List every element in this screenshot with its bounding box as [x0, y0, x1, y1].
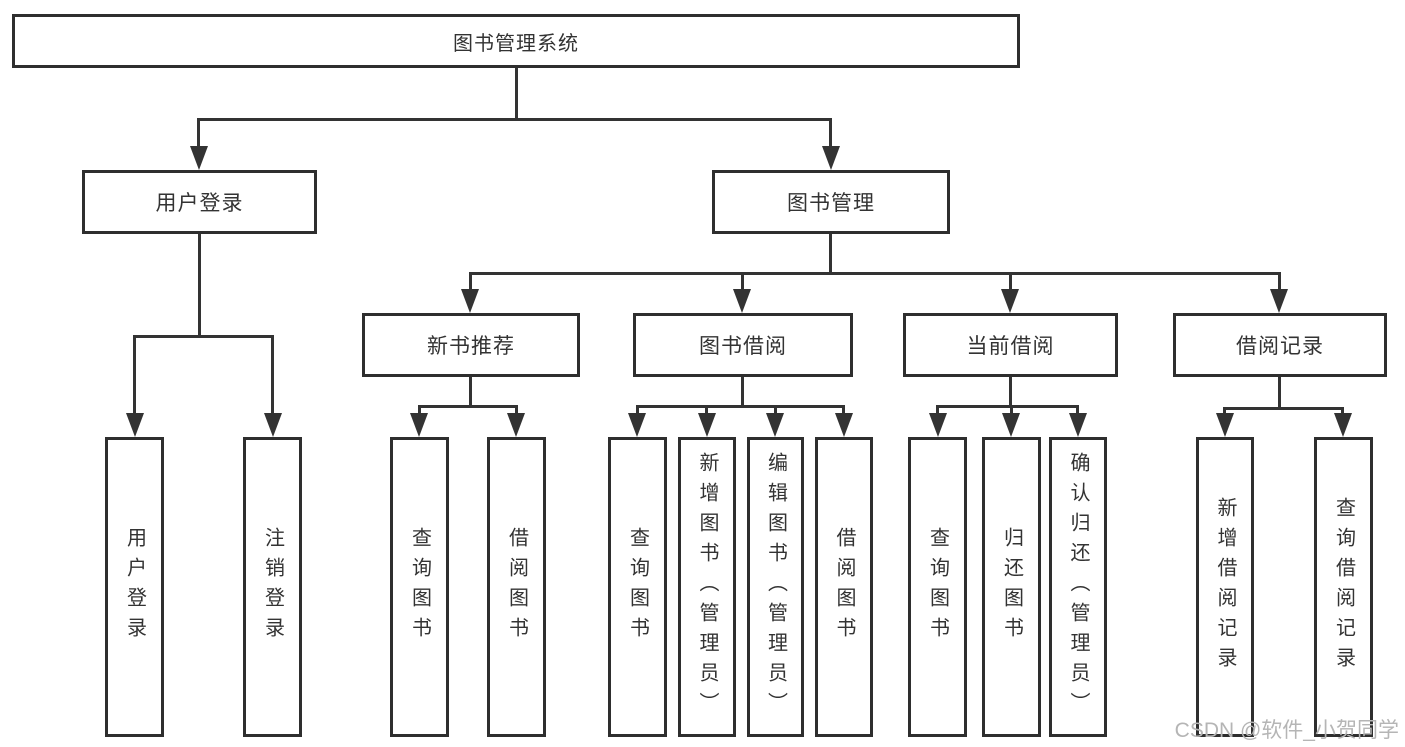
node-root: 图书管理系统: [12, 14, 1020, 68]
connector-line: [469, 272, 472, 292]
connector-line: [705, 405, 708, 417]
connector-line: [936, 405, 1078, 408]
node-leaf-borrow-books-1: 借阅图书: [487, 437, 546, 737]
node-label: 借阅图书: [505, 527, 528, 647]
node-label: 注销登录: [261, 527, 284, 647]
node-leaf-query-borrow-record: 查询借阅记录: [1314, 437, 1373, 737]
node-book-borrow: 图书借阅: [633, 313, 853, 377]
connector-line: [936, 405, 939, 417]
connector-line: [636, 405, 845, 408]
arrowhead-down-icon: [1216, 413, 1234, 437]
arrowhead-down-icon: [126, 413, 144, 437]
arrowhead-down-icon: [1334, 413, 1352, 437]
node-label: 查询图书: [626, 527, 649, 647]
node-user-login: 用户登录: [82, 170, 317, 234]
arrowhead-down-icon: [507, 413, 525, 437]
arrowhead-down-icon: [264, 413, 282, 437]
arrowhead-down-icon: [461, 289, 479, 313]
node-leaf-return-books: 归还图书: [982, 437, 1041, 737]
connector-line: [1223, 407, 1344, 410]
arrowhead-down-icon: [698, 413, 716, 437]
arrowhead-down-icon: [190, 146, 208, 170]
connector-line: [842, 405, 845, 417]
arrowhead-down-icon: [410, 413, 428, 437]
connector-line: [515, 68, 518, 118]
node-leaf-query-books-1: 查询图书: [390, 437, 449, 737]
arrowhead-down-icon: [929, 413, 947, 437]
connector-line: [1010, 405, 1013, 417]
connector-line: [1076, 405, 1079, 417]
connector-line: [469, 272, 1281, 275]
node-label: 新增图书（管理员）: [696, 452, 718, 722]
node-label: 借阅图书: [833, 527, 855, 647]
arrowhead-down-icon: [1002, 413, 1020, 437]
node-leaf-query-books-3: 查询图书: [908, 437, 967, 737]
arrowhead-down-icon: [733, 289, 751, 313]
node-label: 新增借阅记录: [1214, 497, 1236, 677]
connector-line: [198, 234, 201, 335]
node-leaf-confirm-return-admin: 确认归还（管理员）: [1049, 437, 1107, 737]
connector-line: [515, 405, 518, 417]
node-leaf-query-books-2: 查询图书: [608, 437, 667, 737]
connector-line: [741, 272, 744, 292]
node-label: 编辑图书（管理员）: [764, 452, 787, 722]
connector-line: [197, 118, 200, 150]
arrowhead-down-icon: [1270, 289, 1288, 313]
node-label: 查询借阅记录: [1332, 497, 1355, 677]
node-leaf-add-borrow-record: 新增借阅记录: [1196, 437, 1254, 737]
arrowhead-down-icon: [822, 146, 840, 170]
connector-line: [829, 234, 832, 272]
connector-line: [418, 405, 518, 408]
connector-line: [1278, 377, 1281, 407]
node-leaf-user-login: 用户登录: [105, 437, 164, 737]
watermark: CSDN @软件_小贺同学: [1174, 719, 1399, 742]
arrowhead-down-icon: [835, 413, 853, 437]
connector-line: [1341, 407, 1344, 417]
connector-line: [1278, 272, 1281, 292]
connector-line: [636, 405, 639, 417]
node-leaf-logout: 注销登录: [243, 437, 302, 737]
arrowhead-down-icon: [628, 413, 646, 437]
node-leaf-borrow-books-2: 借阅图书: [815, 437, 873, 737]
node-label: 查询图书: [408, 527, 431, 647]
node-new-book-recommend: 新书推荐: [362, 313, 580, 377]
arrowhead-down-icon: [1069, 413, 1087, 437]
node-current-borrow: 当前借阅: [903, 313, 1118, 377]
connector-line: [1009, 377, 1012, 405]
arrowhead-down-icon: [766, 413, 784, 437]
node-borrow-records: 借阅记录: [1173, 313, 1387, 377]
node-label: 归还图书: [1000, 527, 1023, 647]
connector-line: [197, 118, 832, 121]
node-book-management: 图书管理: [712, 170, 950, 234]
connector-line: [1009, 272, 1012, 292]
connector-line: [418, 405, 421, 417]
node-label: 确认归还（管理员）: [1067, 452, 1089, 722]
connector-line: [133, 335, 274, 338]
node-label: 查询图书: [926, 527, 949, 647]
node-leaf-edit-books-admin: 编辑图书（管理员）: [747, 437, 804, 737]
connector-line: [271, 335, 274, 415]
connector-line: [774, 405, 777, 417]
connector-line: [133, 335, 136, 415]
connector-line: [1223, 407, 1226, 417]
node-leaf-add-books-admin: 新增图书（管理员）: [678, 437, 736, 737]
connector-line: [469, 377, 472, 405]
arrowhead-down-icon: [1001, 289, 1019, 313]
node-label: 用户登录: [123, 527, 146, 647]
connector-line: [829, 118, 832, 150]
connector-line: [741, 377, 744, 405]
